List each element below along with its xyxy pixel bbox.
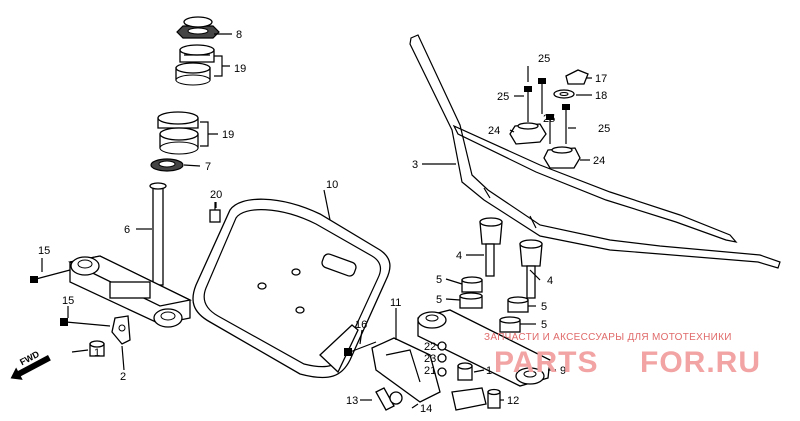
bolt-15-lower: [60, 318, 111, 327]
label-part-24a: 24: [488, 125, 500, 137]
stay-11: [371, 337, 441, 403]
label-part-18: 18: [595, 90, 607, 102]
bushing-12: [487, 388, 501, 409]
riser-4-left: [479, 217, 503, 277]
label-part-4b: 4: [547, 275, 553, 287]
label-part-20: 20: [210, 189, 222, 201]
label-part-5b: 5: [436, 294, 442, 306]
label-part-3: 3: [412, 159, 418, 171]
label-part-25d: 25: [598, 123, 610, 135]
dust-seal-7: [150, 158, 184, 172]
bearing-lower-19: [157, 111, 199, 155]
bolts-25: [524, 78, 570, 144]
label-part-1: 1: [94, 347, 100, 359]
label-part-8: 8: [236, 29, 242, 41]
leader-lines: [41, 33, 592, 409]
label-part-7: 7: [205, 161, 211, 173]
collar-1-right: [457, 362, 473, 381]
label-part-1b: 1: [486, 365, 492, 377]
label-part-19a: 19: [234, 63, 246, 75]
label-part-4a: 4: [456, 250, 462, 262]
cap-nut-17: [565, 69, 589, 85]
bolt-15-upper: [30, 269, 71, 283]
label-part-21: 21: [424, 365, 436, 377]
number-plate-10: [192, 198, 391, 379]
label-part-12: 12: [507, 395, 519, 407]
label-part-9: 9: [560, 365, 566, 377]
steering-nut-8: [176, 16, 220, 39]
label-part-5d: 5: [541, 319, 547, 331]
handlebar-3: [409, 34, 781, 269]
label-part-25a: 25: [538, 53, 550, 65]
label-part-24b: 24: [593, 155, 605, 167]
washer-18: [553, 89, 575, 99]
label-part-15a: 15: [38, 245, 50, 257]
label-part-15b: 15: [62, 295, 74, 307]
label-part-25c: 25: [543, 113, 555, 125]
collar-1-left: [89, 340, 105, 357]
label-part-16: 16: [355, 319, 367, 331]
part-labels: 1 1 2 3 4 4 5 5 5 5 6 7 8 9 10 11 12 13 …: [38, 29, 610, 415]
bearing-upper-19: [175, 44, 215, 86]
bolt-20: [209, 202, 221, 223]
fwd-arrow-icon: FWD: [10, 349, 51, 380]
label-part-22: 22: [424, 341, 436, 353]
watermark-brand-right: FOR.RU: [640, 346, 761, 379]
label-part-5a: 5: [436, 274, 442, 286]
watermark-brand-left: PARTS: [494, 346, 598, 379]
label-part-10: 10: [326, 179, 338, 191]
bolt-16: [344, 341, 377, 356]
bar-clamps-24: [509, 122, 581, 169]
rubber-bushing-5: [459, 276, 529, 333]
watermark-caption: ЗАПЧАСТИ И АКСЕССУАРЫ ДЛЯ МОТОТЕХНИКИ: [484, 332, 732, 343]
label-part-19b: 19: [222, 129, 234, 141]
label-part-5c: 5: [541, 301, 547, 313]
riser-4-right: [519, 239, 543, 299]
label-part-17: 17: [595, 73, 607, 85]
bracket-2: [111, 315, 131, 345]
upper-triple-clamp-9: [417, 309, 551, 387]
label-part-11: 11: [390, 297, 401, 309]
label-part-25b: 25: [497, 91, 509, 103]
watermark: ЗАПЧАСТИ И АКСЕССУАРЫ ДЛЯ МОТОТЕХНИКИ PA…: [484, 332, 761, 379]
small-parts-21-22-23: [437, 341, 447, 377]
grommets-13-14: [375, 387, 487, 411]
label-part-2: 2: [120, 371, 126, 383]
label-part-14: 14: [420, 403, 432, 415]
label-part-6: 6: [124, 224, 130, 236]
steering-stem-6: [67, 182, 193, 328]
label-part-13: 13: [346, 395, 358, 407]
label-part-23: 23: [424, 353, 436, 365]
